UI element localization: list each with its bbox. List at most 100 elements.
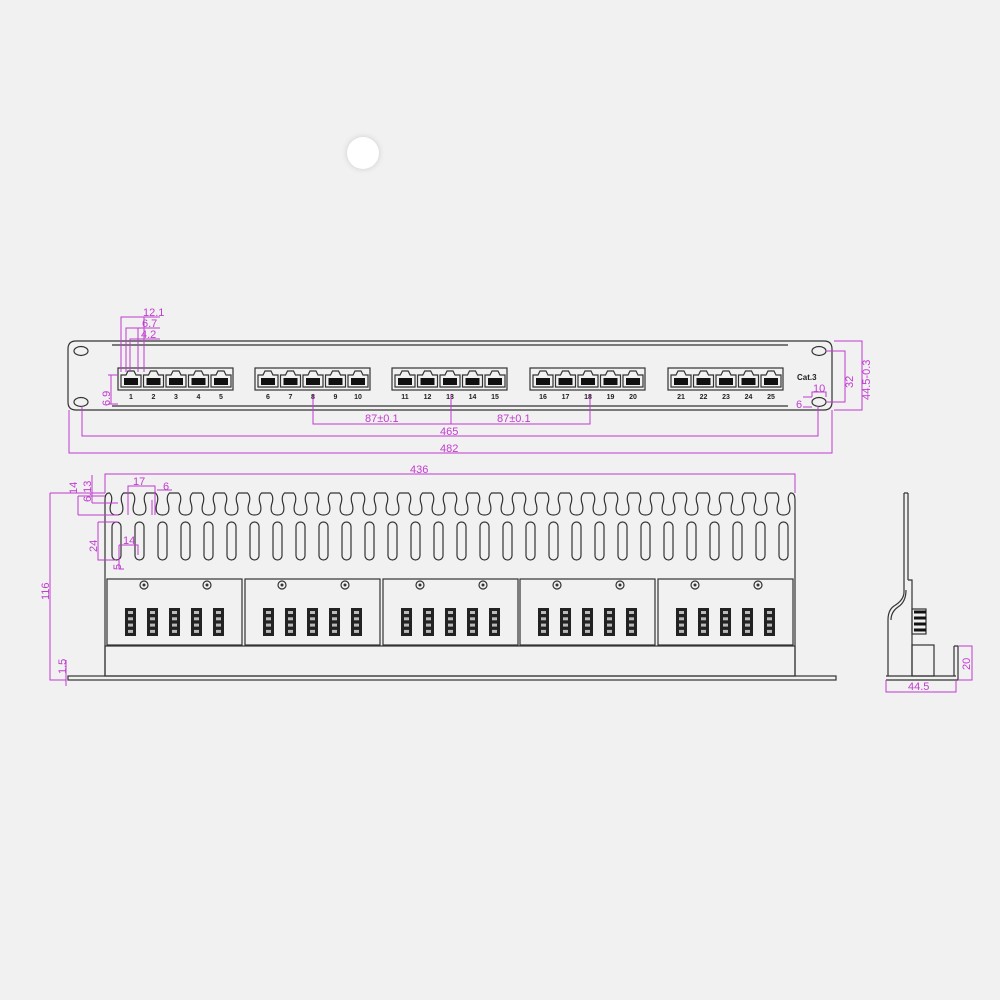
front-panel-outline bbox=[67, 340, 833, 411]
idc-block-icon bbox=[329, 608, 340, 636]
dim-slot-pitch: 14 bbox=[123, 535, 135, 547]
dim-port-pitch: 12.1 bbox=[143, 307, 164, 319]
port-number: 7 bbox=[289, 394, 293, 401]
rj-port-icon bbox=[279, 370, 302, 388]
vent-slot bbox=[203, 521, 214, 561]
screw-icon bbox=[202, 580, 212, 590]
vent-slot bbox=[410, 521, 421, 561]
idc-block-icon bbox=[538, 608, 549, 636]
port-number: 1 bbox=[129, 394, 133, 401]
dim-port-width: 6.7 bbox=[142, 318, 157, 330]
dim-hole-width: 10 bbox=[813, 383, 825, 395]
vent-slot bbox=[548, 521, 559, 561]
rear-module bbox=[244, 578, 381, 646]
rear-view bbox=[67, 492, 837, 681]
rear-module bbox=[382, 578, 519, 646]
base-plate bbox=[67, 675, 837, 681]
dim-side-lip: 20 bbox=[961, 658, 973, 670]
dim-panel-height: 44.5-0.3 bbox=[861, 360, 873, 400]
vent-slot bbox=[571, 521, 582, 561]
port-number: 6 bbox=[266, 394, 270, 401]
vent-slot bbox=[778, 521, 789, 561]
vent-slot bbox=[755, 521, 766, 561]
rear-module bbox=[657, 578, 794, 646]
vent-slot bbox=[479, 521, 490, 561]
screw-icon bbox=[552, 580, 562, 590]
vent-slot bbox=[295, 521, 306, 561]
screw-icon bbox=[277, 580, 287, 590]
port-number: 17 bbox=[562, 394, 570, 401]
screw-icon bbox=[753, 580, 763, 590]
dim-pitch-a: 87±0.1 bbox=[365, 413, 399, 425]
side-view bbox=[886, 492, 959, 681]
idc-block-icon bbox=[125, 608, 136, 636]
rj-port-icon bbox=[324, 370, 347, 388]
dim-base-thickness: 1.5 bbox=[57, 659, 69, 674]
rear-module bbox=[519, 578, 656, 646]
port-number: 20 bbox=[629, 394, 637, 401]
rj-port-icon bbox=[622, 370, 644, 388]
screw-icon bbox=[415, 580, 425, 590]
rj-port-icon bbox=[347, 370, 369, 388]
mount-hole-icon bbox=[811, 345, 827, 357]
vent-slot bbox=[617, 521, 628, 561]
rj-port-icon bbox=[737, 370, 760, 388]
dim-rear-height: 116 bbox=[40, 582, 52, 600]
idc-block-icon bbox=[467, 608, 478, 636]
idc-block-icon bbox=[401, 608, 412, 636]
idc-block-icon bbox=[445, 608, 456, 636]
port-number: 21 bbox=[677, 394, 685, 401]
mount-hole-icon bbox=[73, 396, 89, 408]
idc-block-icon bbox=[626, 608, 637, 636]
idc-block-icon bbox=[720, 608, 731, 636]
vent-slot bbox=[341, 521, 352, 561]
port-number: 19 bbox=[607, 394, 615, 401]
rj-port-icon bbox=[577, 370, 599, 388]
idc-block-icon bbox=[285, 608, 296, 636]
screw-icon bbox=[690, 580, 700, 590]
rj-port-icon bbox=[439, 370, 461, 388]
dim-hole-height: 6 bbox=[796, 399, 802, 411]
side-dimensions: 44.5 20 bbox=[885, 645, 973, 693]
vent-slot bbox=[502, 521, 513, 561]
idc-block-icon bbox=[169, 608, 180, 636]
idc-block-icon bbox=[560, 608, 571, 636]
dim-comb-top: 6.13 bbox=[82, 481, 94, 502]
port-number: 16 bbox=[539, 394, 547, 401]
dim-overall-width: 482 bbox=[440, 443, 458, 455]
dim-port-height: 6.9 bbox=[101, 391, 113, 406]
rj-port-icon bbox=[692, 370, 715, 388]
port-number: 15 bbox=[491, 394, 499, 401]
dim-comb-depth: 14 bbox=[68, 482, 80, 494]
port-number: 10 bbox=[354, 394, 362, 401]
screw-icon bbox=[478, 580, 488, 590]
dim-comb-pitch: 17 bbox=[133, 476, 145, 488]
dim-comb-gap: 6 bbox=[163, 481, 169, 493]
dim-slot-height: 24 bbox=[88, 540, 100, 552]
rj-port-icon bbox=[120, 370, 142, 388]
rj-port-icon bbox=[461, 370, 484, 388]
vent-slot bbox=[594, 521, 605, 561]
idc-block-icon bbox=[213, 608, 224, 636]
dim-pitch-b: 87±0.1 bbox=[497, 413, 531, 425]
port-number: 12 bbox=[424, 394, 432, 401]
rj-port-icon bbox=[484, 370, 506, 388]
port-number: 25 bbox=[767, 394, 775, 401]
dim-rear-width: 436 bbox=[410, 464, 428, 476]
vent-slot bbox=[663, 521, 674, 561]
vent-slot bbox=[709, 521, 720, 561]
idc-block-icon bbox=[423, 608, 434, 636]
screw-icon bbox=[340, 580, 350, 590]
port-number: 2 bbox=[152, 394, 156, 401]
vent-slot bbox=[134, 521, 145, 561]
idc-block-icon bbox=[764, 608, 775, 636]
vent-slot bbox=[456, 521, 467, 561]
rj-port-icon bbox=[187, 370, 210, 388]
vent-slot bbox=[387, 521, 398, 561]
idc-block-icon bbox=[307, 608, 318, 636]
port-number: 11 bbox=[401, 394, 409, 401]
idc-block-icon bbox=[263, 608, 274, 636]
